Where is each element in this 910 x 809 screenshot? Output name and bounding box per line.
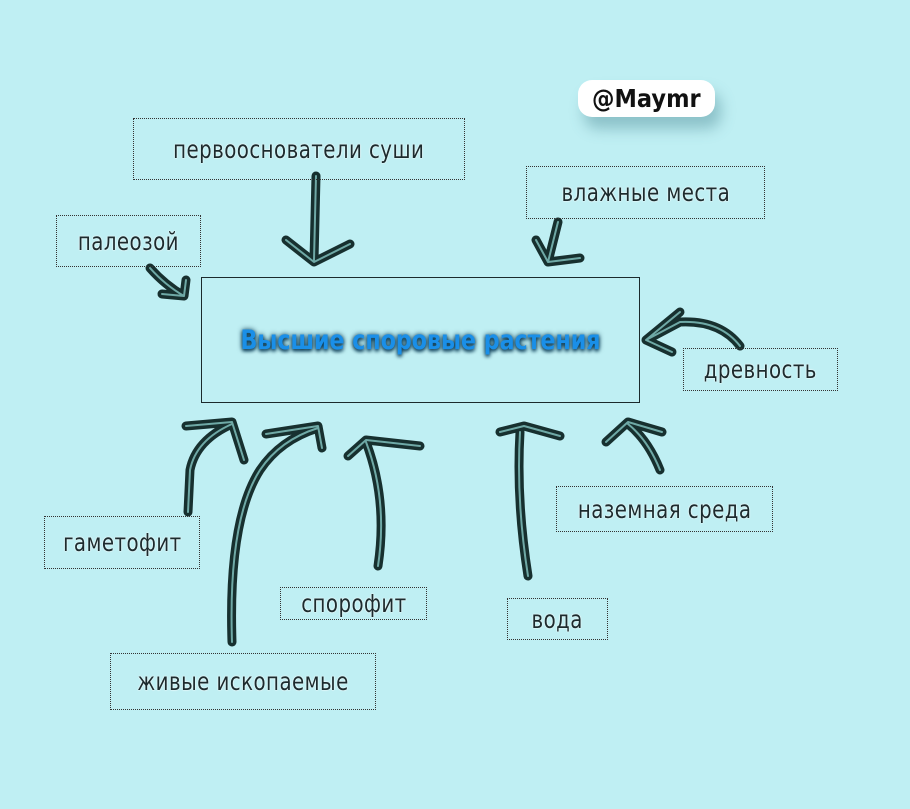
arrow-living-fossils xyxy=(227,421,327,647)
label-sporophyte: спорофит xyxy=(280,587,427,620)
label-living-fossils: живые ископаемые xyxy=(110,653,376,710)
arrow-sporophyte xyxy=(343,435,425,571)
label-water: вода xyxy=(507,598,608,640)
arrow-paleozoic xyxy=(145,263,191,301)
arrow-antiquity xyxy=(641,307,745,357)
arrow-pioneers xyxy=(281,171,355,267)
label-wet-places: влажные места xyxy=(526,166,765,219)
arrow-wet-places xyxy=(531,217,585,267)
label-pioneers: первоосно­ватели суши xyxy=(133,118,465,180)
label-paleozoic: палеозой xyxy=(56,215,201,267)
central-concept-box: Высшие споровые растения xyxy=(201,277,640,403)
label-land-environment: наземная среда xyxy=(556,486,773,532)
arrow-gametophyte xyxy=(181,417,249,517)
arrow-water xyxy=(495,421,565,581)
central-concept-title: Высшие споровые растения xyxy=(240,324,601,356)
label-gametophyte: гаметофит xyxy=(44,516,200,569)
label-antiquity: древность xyxy=(683,348,838,391)
arrow-land-environment xyxy=(601,417,667,475)
watermark: @Maymr xyxy=(578,80,715,117)
